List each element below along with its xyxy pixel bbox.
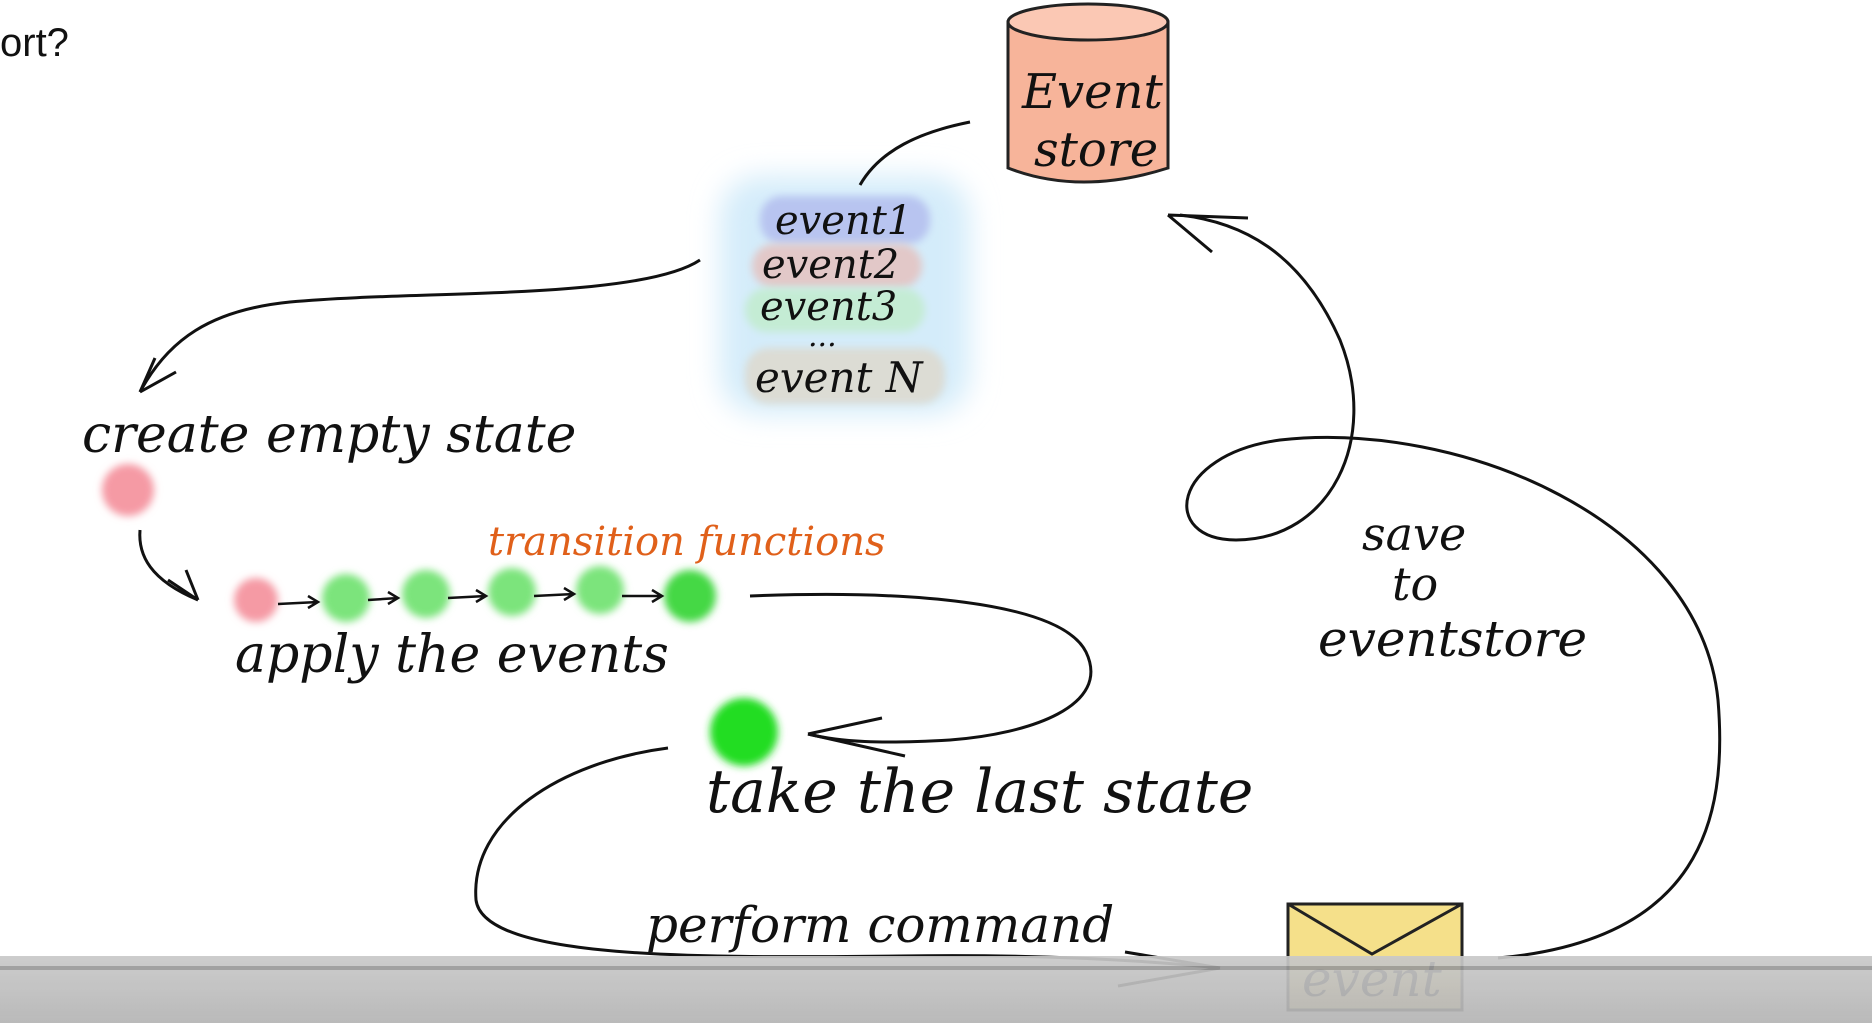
- eventN-highlight: [745, 348, 945, 404]
- save-to-eventstore-arrow: [1167, 213, 1722, 960]
- chain-state-dot-5: [664, 570, 716, 622]
- create-to-apply-arrow: [138, 529, 200, 602]
- event1-highlight: [760, 196, 930, 244]
- empty-state-dot: [102, 464, 154, 516]
- events-to-create-arrow: [138, 258, 701, 394]
- event-store-label-2: store: [1034, 122, 1158, 178]
- transition-functions-label: transition functions: [488, 519, 886, 565]
- chain-to-last-state-arrow: [749, 592, 1093, 758]
- save-label-line2: to: [1392, 557, 1438, 611]
- chain-state-dot-2: [402, 570, 450, 618]
- progress-track[interactable]: [0, 966, 1872, 970]
- event2-highlight: [752, 244, 922, 288]
- event-store-cylinder: Event store: [1006, 2, 1170, 184]
- event-store-label-1: Event: [1021, 64, 1163, 120]
- take-last-state-label: take the last state: [706, 757, 1253, 827]
- store-to-events-line: [858, 120, 971, 186]
- events-stack: event1 event2 event3 ... event N: [720, 176, 970, 414]
- event2-label: event2: [762, 242, 899, 288]
- ellipsis-label: ...: [808, 319, 837, 354]
- save-label-line1: save: [1362, 507, 1466, 561]
- chain-state-dot-4: [576, 566, 624, 614]
- video-controls-bar[interactable]: [0, 956, 1872, 1023]
- save-label-line3: eventstore: [1318, 610, 1587, 668]
- chain-state-dot-1: [322, 574, 370, 622]
- create-empty-state-label: create empty state: [82, 405, 576, 465]
- state-chain: [234, 566, 716, 622]
- event1-label: event1: [775, 198, 912, 244]
- chain-state-dot-3: [488, 568, 536, 616]
- perform-command-label: perform command: [646, 896, 1114, 954]
- cut-off-title-text: ort?: [0, 21, 69, 65]
- event3-highlight: [745, 288, 925, 332]
- chain-empty-dot: [234, 578, 278, 622]
- apply-events-label: apply the events: [235, 625, 669, 685]
- event3-label: event3: [760, 284, 897, 330]
- eventN-label: event N: [755, 353, 924, 402]
- last-state-dot: [710, 698, 778, 766]
